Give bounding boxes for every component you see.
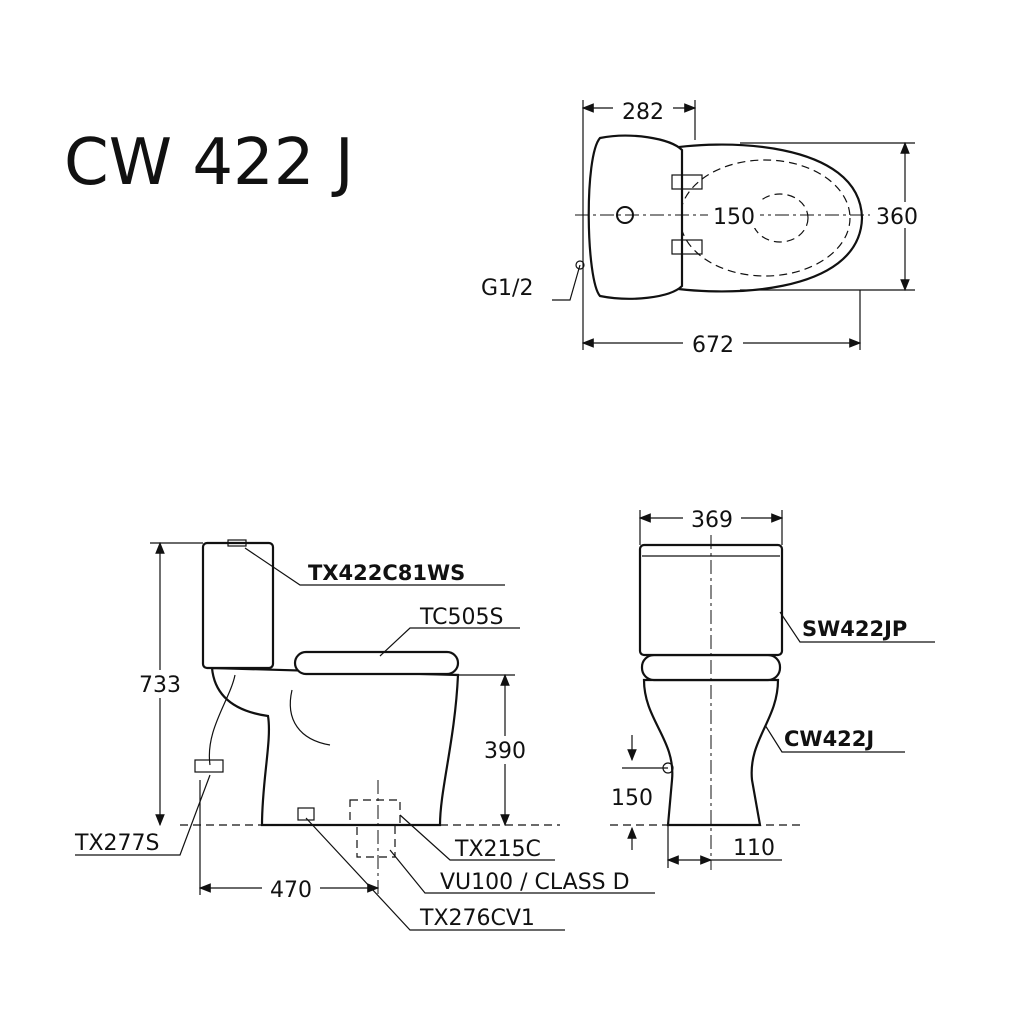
seat bbox=[293, 650, 460, 676]
bowl-body bbox=[210, 666, 460, 827]
label-tx276cv1: TX276CV1 bbox=[419, 906, 535, 931]
top-view: 282 672 360 150 G1/2 bbox=[481, 96, 928, 358]
front-view: 369 150 110 SW422JP CW422J bbox=[610, 505, 935, 870]
dim-733: 733 bbox=[139, 673, 181, 698]
label-tx422c81ws: TX422C81WS bbox=[308, 561, 465, 585]
label-tx277s: TX277S bbox=[74, 831, 159, 856]
hinge-right bbox=[671, 239, 703, 255]
dim-390: 390 bbox=[484, 739, 526, 764]
dim-672: 672 bbox=[692, 333, 734, 358]
label-vu100: VU100 / CLASS D bbox=[440, 870, 630, 895]
model-title: CW 422 J bbox=[64, 126, 354, 200]
dim-150-top: 150 bbox=[713, 205, 755, 230]
label-tx215c: TX215C bbox=[454, 837, 541, 862]
label-cw422j: CW422J bbox=[784, 727, 874, 751]
dim-369: 369 bbox=[691, 508, 733, 533]
side-view: 733 390 470 TX422C81WS TC505S TX277S TX2… bbox=[74, 539, 655, 931]
hinge-left bbox=[671, 174, 703, 190]
label-sw422jp: SW422JP bbox=[802, 617, 907, 641]
dim-470: 470 bbox=[270, 878, 312, 903]
dim-360: 360 bbox=[876, 205, 918, 230]
dim-282: 282 bbox=[622, 100, 664, 125]
label-g12: G1/2 bbox=[481, 276, 533, 301]
tank-outline bbox=[587, 134, 684, 300]
dim-150-front: 150 bbox=[611, 786, 653, 811]
label-tc505s: TC505S bbox=[419, 605, 503, 630]
dim-110: 110 bbox=[733, 836, 775, 861]
bowl-outline bbox=[658, 143, 864, 293]
tank bbox=[201, 541, 275, 670]
